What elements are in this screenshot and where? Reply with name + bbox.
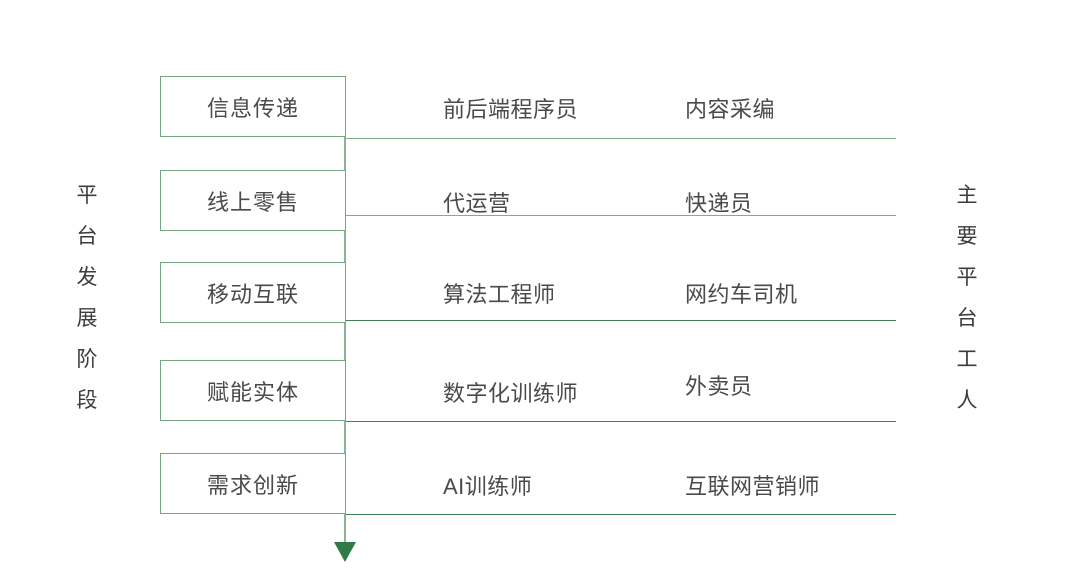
worker-label-5a: AI训练师 [443,474,533,499]
right-axis-char: 台 [956,306,978,330]
worker-label-3a: 算法工程师 [443,282,556,307]
left-axis-char: 台 [76,224,98,248]
stage-box-5[interactable]: 需求创新 [160,453,346,514]
row-rule-1 [345,138,896,140]
right-axis-label: 主 要 平 台 工 人 [945,165,989,430]
left-axis-label: 平 台 发 展 阶 段 [65,165,109,430]
right-axis-char: 要 [956,224,978,248]
left-axis-char: 阶 [76,347,98,371]
worker-label-3b: 网约车司机 [685,282,798,307]
right-axis-char: 人 [956,388,978,412]
stage-box-3[interactable]: 移动互联 [160,262,346,323]
worker-label-2a: 代运营 [443,191,511,216]
worker-label-2b: 快递员 [685,191,753,216]
worker-label-1b: 内容采编 [685,97,776,122]
right-axis-char: 平 [956,265,978,289]
row-rule-2 [345,215,896,217]
row-rule-3 [345,320,896,322]
worker-label-4b: 外卖员 [685,374,753,399]
row-rule-4 [345,421,896,423]
worker-label-5b: 互联网营销师 [685,474,821,499]
right-axis-char: 主 [956,183,978,207]
worker-label-4a: 数字化训练师 [443,381,579,406]
stage-box-4[interactable]: 赋能实体 [160,360,346,421]
left-axis-char: 发 [76,265,98,289]
worker-label-1a: 前后端程序员 [443,97,579,122]
left-axis-char: 平 [76,183,98,207]
stage-box-1[interactable]: 信息传递 [160,76,346,137]
left-axis-char: 段 [76,388,98,412]
right-axis-char: 工 [956,347,978,371]
stage-box-2[interactable]: 线上零售 [160,170,346,231]
row-rule-5 [345,514,896,516]
left-axis-char: 展 [76,306,98,330]
down-arrow-icon [334,542,356,562]
